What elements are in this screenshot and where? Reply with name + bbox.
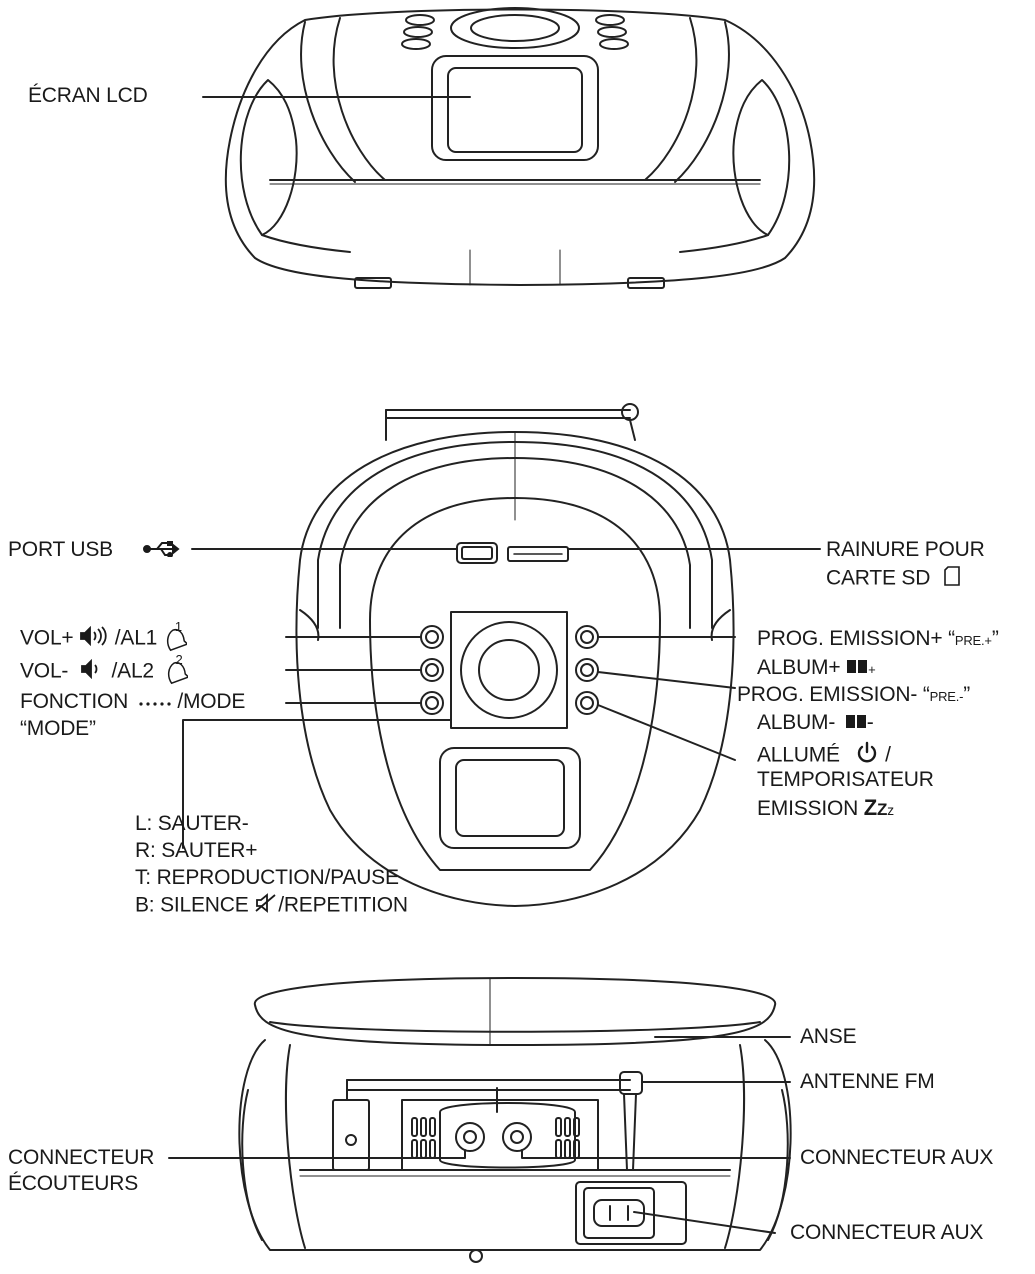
- preset-plus-quote: ”: [991, 627, 999, 650]
- album-plus-sign: +: [868, 662, 876, 677]
- album-minus-label: ALBUM- -: [757, 711, 874, 735]
- usb-port-label: PORT USB: [8, 538, 181, 562]
- alarm2-text: /AL2: [111, 659, 155, 683]
- alarm-bell-icon: 1: [163, 620, 189, 658]
- power-text: ALLUMÉ: [757, 743, 840, 767]
- nav-bottom-text: B: SILENCE: [135, 893, 249, 917]
- album-plus-text: ALBUM+: [757, 656, 841, 679]
- speaker-soft-icon: [80, 658, 106, 685]
- usb-icon: [142, 538, 181, 562]
- mode-label: “MODE”: [20, 717, 96, 740]
- preset-minus-quote: ”: [963, 683, 971, 706]
- sleep-timer-label-line1: TEMPORISATEUR: [757, 768, 934, 791]
- vol-plus-label: VOL+ /AL1 1: [20, 620, 189, 658]
- nav-left-label: L: SAUTER-: [135, 812, 249, 835]
- album-book-icon: [846, 656, 868, 680]
- preset-minus-label: PROG. EMISSION- “PRE.-”: [737, 683, 970, 709]
- preset-plus-code: PRE.+: [954, 633, 992, 648]
- alarm2-number: 2: [175, 652, 183, 667]
- vol-plus-text: VOL+: [20, 626, 74, 650]
- nav-bottom-label: B: SILENCE /REPETITION: [135, 893, 408, 919]
- handle-label: ANSE: [800, 1025, 857, 1048]
- preset-plus-text: PROG. EMISSION+ “: [757, 627, 955, 650]
- album-book-icon: [845, 711, 867, 735]
- fm-antenna-label: ANTENNE FM: [800, 1070, 935, 1093]
- aux-connector-label-1: CONNECTEUR AUX: [800, 1146, 994, 1169]
- sleep-zzz-mid: Z: [876, 800, 888, 819]
- preset-minus-text: PROG. EMISSION- “: [737, 683, 930, 706]
- function-mode-text: /MODE: [177, 690, 246, 713]
- preset-plus-label: PROG. EMISSION+ “PRE.+”: [757, 627, 999, 653]
- album-minus-sign: -: [866, 711, 874, 734]
- back-view-device: [168, 977, 792, 1263]
- power-slash-text: /: [885, 743, 891, 767]
- album-plus-label: ALBUM+ +: [757, 656, 876, 682]
- preset-minus-code: PRE.-: [929, 689, 964, 704]
- function-label: FONCTION /MODE: [20, 690, 245, 714]
- sd-slot-label-line1: RAINURE POUR: [826, 538, 985, 561]
- sd-slot-text: CARTE SD: [826, 566, 931, 590]
- headphone-jack-label-line1: CONNECTEUR: [8, 1146, 155, 1169]
- alarm-bell-icon: 2: [164, 653, 190, 691]
- headphone-jack-label-line2: ÉCOUTEURS: [8, 1172, 139, 1195]
- nav-top-label: T: REPRODUCTION/PAUSE: [135, 866, 399, 889]
- power-label: ALLUMÉ /: [757, 741, 891, 771]
- sleep-timer-label-line2: EMISSION ZZz: [757, 796, 894, 822]
- function-text: FONCTION: [20, 690, 129, 713]
- sleep-zzz-big: Z: [863, 795, 877, 820]
- aux-connector-label-2: CONNECTEUR AUX: [790, 1221, 984, 1244]
- alarm1-text: /AL1: [114, 626, 158, 650]
- nav-bottom-suffix: /REPETITION: [278, 893, 408, 917]
- vol-minus-text: VOL-: [20, 659, 69, 683]
- album-minus-text: ALBUM-: [757, 711, 836, 734]
- sleep-zzz-small: z: [887, 802, 894, 818]
- sd-card-icon: [944, 566, 960, 592]
- top-view-device: [202, 7, 816, 289]
- speaker-loud-icon: [79, 625, 109, 652]
- nav-right-label: R: SAUTER+: [135, 839, 258, 862]
- vol-minus-label: VOL- /AL2 2: [20, 653, 190, 691]
- alarm1-number: 1: [174, 619, 182, 634]
- sd-slot-label-line2: CARTE SD: [826, 566, 960, 592]
- lcd-screen-label: ÉCRAN LCD: [28, 84, 148, 107]
- power-icon: [855, 741, 879, 771]
- dotted-function-icon: [138, 690, 172, 714]
- sleep-timer-text: EMISSION: [757, 797, 859, 820]
- front-view-device: [182, 403, 821, 907]
- usb-port-text: PORT USB: [8, 538, 113, 561]
- mute-icon: [254, 893, 278, 919]
